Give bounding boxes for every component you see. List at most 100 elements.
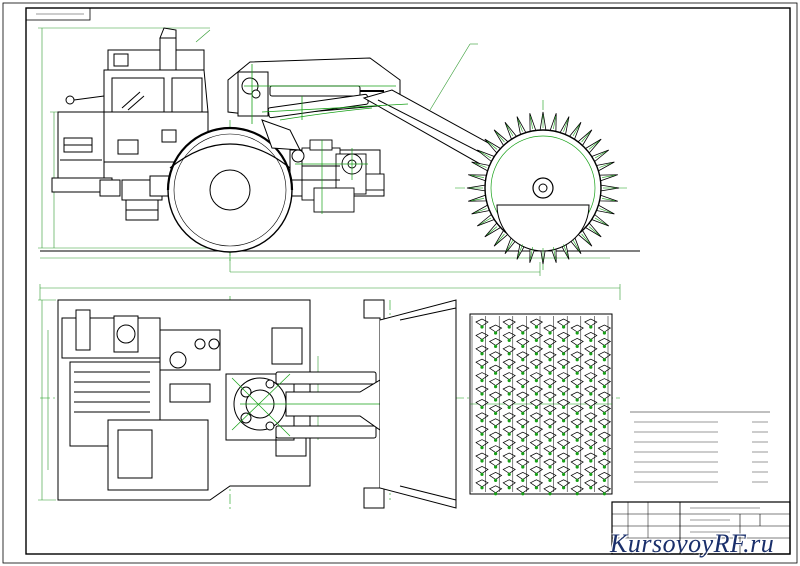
drum-tooth bbox=[584, 399, 598, 407]
drum-tooth bbox=[475, 318, 489, 327]
drum-tooth bbox=[543, 418, 557, 427]
drum-tooth bbox=[529, 318, 544, 327]
drum-tooth bbox=[529, 372, 544, 381]
drum-tooth bbox=[556, 358, 571, 367]
drum-tooth bbox=[475, 385, 489, 394]
drum-tooth bbox=[529, 332, 544, 340]
drive-centerlines bbox=[295, 140, 368, 214]
drum-tooth bbox=[543, 485, 557, 494]
drum-tooth bbox=[543, 351, 557, 360]
drum-tooth bbox=[502, 479, 516, 488]
boom-plan bbox=[225, 371, 381, 441]
grille-slats bbox=[74, 371, 150, 413]
drum-tooth bbox=[502, 439, 516, 448]
drum-tooth bbox=[488, 418, 503, 427]
drum-tooth bbox=[556, 466, 571, 474]
drum-tooth bbox=[597, 324, 612, 333]
drum-tooth bbox=[529, 466, 544, 474]
drum-tooth bbox=[488, 324, 503, 333]
drum-tooth bbox=[556, 452, 571, 461]
drum-tooth bbox=[543, 431, 557, 440]
drum-tooth bbox=[597, 405, 612, 413]
drum-tooth bbox=[570, 431, 584, 440]
drum-tooth bbox=[502, 466, 516, 474]
drum-tooth bbox=[475, 466, 489, 474]
drum-tooth bbox=[570, 445, 584, 454]
drum-tooth bbox=[543, 445, 557, 454]
stamp-box bbox=[25, 7, 91, 21]
drum-tooth bbox=[488, 431, 503, 440]
drum-tooth bbox=[556, 345, 571, 354]
plan-view bbox=[38, 284, 770, 510]
drum-tooth bbox=[488, 391, 503, 400]
drum-tooth bbox=[488, 472, 503, 480]
cutter-drum-plan bbox=[469, 313, 613, 496]
drum-tooth bbox=[584, 425, 598, 434]
drum-tooth bbox=[584, 358, 598, 367]
drum-tooth bbox=[529, 425, 544, 434]
drive-wheel bbox=[166, 126, 294, 253]
drum-tooth bbox=[597, 431, 612, 440]
drum-tooth bbox=[543, 364, 557, 373]
drum-tooth bbox=[584, 466, 598, 474]
drum-tooth bbox=[556, 332, 571, 340]
side-elevation-view bbox=[38, 27, 640, 276]
drum-tooth bbox=[543, 405, 557, 413]
cylinder-plan-upper bbox=[275, 371, 377, 385]
drum-tooth bbox=[475, 452, 489, 461]
drum-tooth bbox=[502, 452, 516, 461]
drum-tooth bbox=[570, 324, 584, 333]
drum-tooth bbox=[570, 338, 584, 346]
drum-tooth bbox=[502, 358, 516, 367]
drum-tooth bbox=[543, 472, 557, 480]
drum-tooth bbox=[516, 485, 530, 494]
boom-centerlines bbox=[244, 64, 409, 124]
drum-tooth bbox=[516, 378, 530, 387]
drum-tooth bbox=[516, 418, 530, 427]
drawing-frame bbox=[25, 7, 791, 555]
drum-tooth bbox=[529, 439, 544, 448]
drum-tooth bbox=[570, 351, 584, 360]
drum-tooth bbox=[475, 412, 489, 421]
drum-tooth bbox=[584, 332, 598, 340]
cylinder-plan-lower bbox=[275, 425, 377, 439]
drum-tooth bbox=[502, 332, 516, 340]
drum-tooth bbox=[556, 412, 571, 421]
drum-tooth bbox=[475, 425, 489, 434]
drum-tooth bbox=[516, 338, 530, 346]
drum-tooth bbox=[488, 378, 503, 387]
drum-tooth bbox=[584, 439, 598, 448]
drum-tooth bbox=[584, 412, 598, 421]
drum-tooth bbox=[584, 452, 598, 461]
drum-tooth bbox=[529, 399, 544, 407]
drum-tooth bbox=[529, 452, 544, 461]
cutting-wheel bbox=[466, 111, 620, 265]
drum-tooth bbox=[597, 418, 612, 427]
drum-tooth bbox=[584, 479, 598, 488]
boom-plan-lines bbox=[231, 373, 380, 437]
drum-tooth bbox=[556, 372, 571, 381]
drum-tooth bbox=[556, 425, 571, 434]
spec-table bbox=[630, 411, 770, 483]
drum-tooth bbox=[584, 318, 598, 327]
drum-tooth bbox=[516, 391, 530, 400]
drum-tooth bbox=[488, 338, 503, 346]
drum-tooth bbox=[475, 372, 489, 381]
drum-tooth bbox=[475, 479, 489, 488]
drum-tooth bbox=[488, 485, 503, 494]
drum-tooth bbox=[570, 405, 584, 413]
watermark-logo: KursovoyRF.ru bbox=[610, 529, 775, 558]
drum-tooth bbox=[529, 479, 544, 488]
drum-tooth bbox=[516, 445, 530, 454]
drum-tooth bbox=[529, 412, 544, 421]
drum-tooth bbox=[475, 439, 489, 448]
drum-tooth bbox=[597, 338, 612, 346]
drum-tooth bbox=[475, 345, 489, 354]
drum-tooth bbox=[475, 332, 489, 340]
drum-tooth bbox=[570, 378, 584, 387]
drum-tooth bbox=[597, 364, 612, 373]
drum-tooth bbox=[556, 439, 571, 448]
drum-tooth bbox=[475, 358, 489, 367]
drum-tooth bbox=[597, 485, 612, 494]
drum-tooth bbox=[543, 338, 557, 346]
